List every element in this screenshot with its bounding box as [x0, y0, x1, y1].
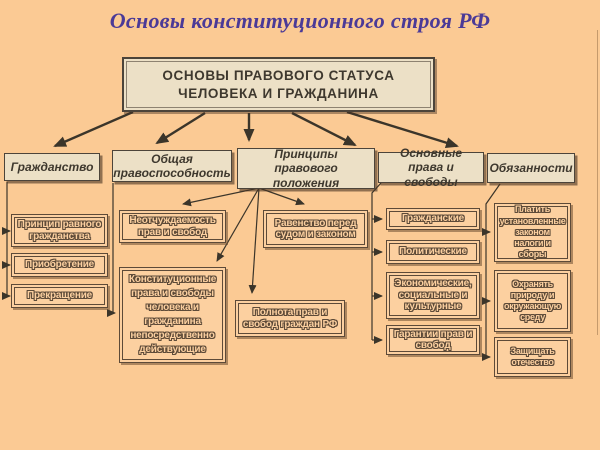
node-label: Экономические, социальные и культурные — [389, 275, 477, 316]
node-civil-rights: Гражданские — [386, 208, 480, 230]
node-defend-fatherland: Защищать отечество — [494, 337, 571, 377]
node-label: Гарантии прав и свобод — [389, 328, 477, 352]
header-citizenship: Гражданство — [4, 153, 100, 181]
node-label: Неотчуждаемость прав и свобод — [122, 213, 223, 240]
node-constitutional-rights: Конституционные права и свободы человека… — [119, 267, 226, 363]
node-label: Платить установленные законом налоги и с… — [496, 204, 569, 259]
node-label: Прекращение — [14, 287, 105, 305]
header-legal-principles: Принципы правового положения — [237, 147, 375, 190]
node-label: Полнота прав и свобод граждан РФ — [238, 303, 342, 334]
node-equal-citizenship: Принцип равного гражданства — [11, 214, 108, 247]
root-box: ОСНОВЫ ПРАВОВОГО СТАТУСА ЧЕЛОВЕКА И ГРАЖ… — [122, 57, 435, 112]
node-label: Охранять природу и окружающую среду — [497, 273, 568, 329]
node-label: Приобретение — [14, 256, 105, 274]
header-general-capacity: Общая правоспособность — [112, 150, 232, 182]
header-duties: Обязанности — [487, 153, 575, 183]
node-inalienability: Неотчуждаемость прав и свобод — [119, 210, 226, 243]
node-protect-nature: Охранять природу и окружающую среду — [494, 270, 571, 332]
slide-title: Основы конституционного строя РФ — [109, 8, 491, 33]
node-label: Защищать отечество — [497, 340, 568, 374]
root-box-label: ОСНОВЫ ПРАВОВОГО СТАТУСА ЧЕЛОВЕКА И ГРАЖ… — [126, 61, 431, 108]
node-label: Конституционные права и свободы человека… — [122, 270, 223, 360]
node-label: Гражданские — [389, 211, 477, 227]
header-rights-freedoms: Основные права и свободы — [378, 146, 484, 189]
node-political-rights: Политические — [386, 240, 480, 264]
scan-edge-line — [597, 30, 598, 335]
node-acquisition: Приобретение — [11, 253, 108, 277]
node-guarantees: Гарантии прав и свобод — [386, 325, 480, 355]
node-pay-taxes: Платить установленные законом налоги и с… — [494, 203, 571, 262]
node-label: Принцип равного гражданства — [14, 217, 105, 244]
node-label: Политические — [389, 243, 477, 261]
node-termination: Прекращение — [11, 284, 108, 308]
node-economic-social-cultural: Экономические, социальные и культурные — [386, 272, 480, 319]
node-fullness-of-rights: Полнота прав и свобод граждан РФ — [235, 300, 345, 337]
node-label: Равенство перед судом и законом — [266, 213, 365, 245]
node-equality-before-law: Равенство перед судом и законом — [263, 210, 368, 248]
